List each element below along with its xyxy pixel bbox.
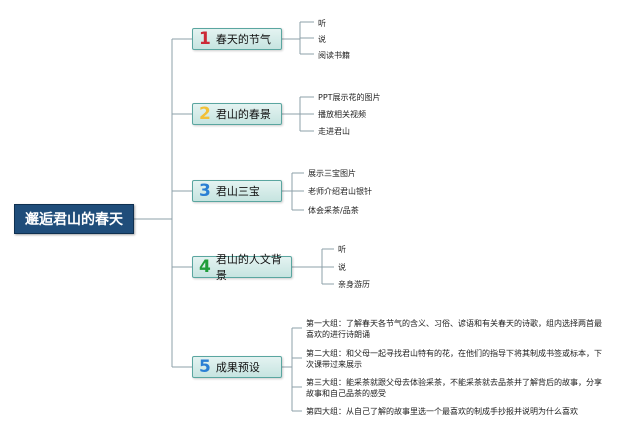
leaf-item: 说 (338, 263, 346, 272)
topic-label: 君山的人文背景 (215, 253, 282, 282)
root-node: 邂逅君山的春天 (14, 204, 134, 234)
leaf-item: 播放相关视频 (318, 110, 366, 119)
leaf-item: 第二大组：和父母一起寻找君山特有的花，在他们的指导下将其制成书签或标本，下次课带… (306, 349, 602, 369)
leaf-item: 说 (318, 35, 326, 44)
leaf-item: 阅读书籍 (318, 51, 350, 60)
topic-label: 成果预设 (215, 361, 260, 374)
leaf-item: 听 (318, 19, 326, 28)
topic-number: 4 (199, 257, 211, 277)
topic-node-expected-outcomes: 5 成果预设 (192, 356, 282, 378)
leaf-item: PPT展示花的图片 (318, 93, 381, 102)
topic-label: 君山的春景 (215, 108, 271, 121)
leaf-item: 老师介绍君山银针 (308, 187, 372, 196)
topic-number: 1 (199, 29, 211, 49)
leaf-item: 第四大组：从自己了解的故事里选一个最喜欢的制成手抄报并说明为什么喜欢 (306, 407, 578, 416)
leaf-item: 亲身游历 (338, 280, 370, 289)
topic-node-junshan-cultural-background: 4 君山的人文背景 (192, 253, 292, 282)
topic-node-junshan-three-treasures: 3 君山三宝 (192, 180, 282, 202)
topic-node-spring-solar-terms: 1 春天的节气 (192, 28, 282, 50)
root-label: 邂逅君山的春天 (25, 212, 123, 228)
leaf-item: 走进君山 (318, 127, 350, 136)
leaf-item: 第三大组：能采茶就跟父母去体验采茶，不能采茶就去品茶并了解背后的故事，分享故事和… (306, 378, 602, 398)
leaf-item: 听 (338, 245, 346, 254)
leaf-item: 展示三宝图片 (308, 169, 356, 178)
topic-label: 春天的节气 (215, 33, 271, 46)
topic-node-junshan-spring-scenery: 2 君山的春景 (192, 103, 282, 125)
topic-number: 3 (199, 181, 211, 201)
leaf-item: 第一大组：了解春天各节气的含义、习俗、谚语和有关春天的诗歌，组内选择两首最喜欢的… (306, 319, 602, 339)
topic-label: 君山三宝 (215, 185, 260, 198)
topic-number: 5 (199, 357, 211, 377)
topic-number: 2 (199, 104, 211, 124)
leaf-item: 体会采茶/品茶 (308, 206, 359, 215)
